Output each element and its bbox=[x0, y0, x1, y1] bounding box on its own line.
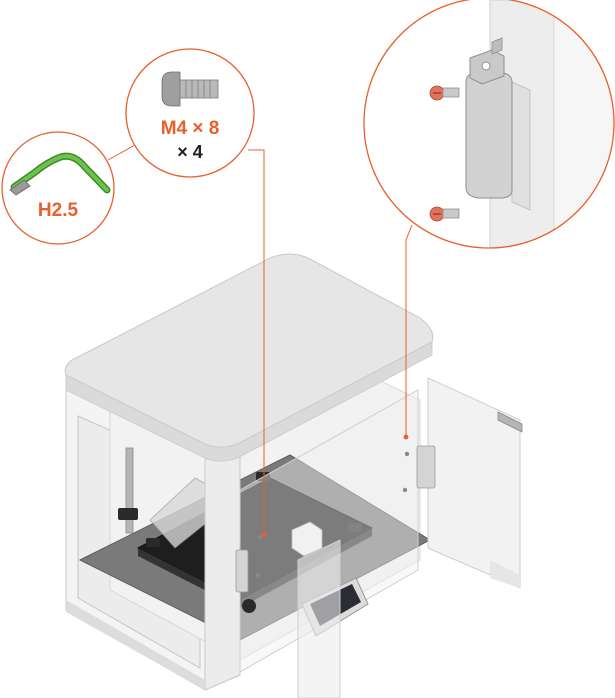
hex-key-callout bbox=[1, 131, 115, 245]
screw-hole bbox=[404, 451, 410, 457]
printer-top-lid bbox=[64, 253, 434, 462]
screw-hole bbox=[255, 572, 261, 578]
hinge-detail-callout bbox=[363, 0, 615, 249]
hex-key-icon bbox=[9, 152, 111, 196]
z-axis-base bbox=[118, 508, 138, 520]
screw-size-label: M4 × 8 bbox=[160, 118, 220, 139]
hinge-detail-circle bbox=[363, 0, 615, 249]
side-door-panel bbox=[427, 377, 523, 589]
screw-quantity-label: × 4 bbox=[177, 142, 203, 162]
detail-screw-bottom bbox=[429, 206, 460, 222]
hardware-knob bbox=[242, 599, 256, 613]
bed-corner-clip bbox=[348, 523, 362, 532]
bed-corner-clip bbox=[146, 538, 160, 547]
leader-line-hinge bbox=[405, 224, 413, 437]
printer-enclosure bbox=[65, 329, 432, 698]
front-glass-panel bbox=[239, 389, 419, 673]
front-door-glass bbox=[297, 539, 341, 698]
callout-connector bbox=[107, 144, 136, 161]
z-axis-column bbox=[125, 447, 134, 534]
hex-key-label: H2.5 bbox=[37, 200, 79, 221]
screw-hole bbox=[257, 534, 263, 540]
side-door-handle bbox=[497, 411, 523, 433]
detail-screw-top bbox=[429, 85, 460, 101]
side-door-glass bbox=[427, 377, 521, 589]
side-door-lower-glass bbox=[490, 560, 520, 588]
door-hinge bbox=[416, 445, 436, 489]
hex-key-callout-circle bbox=[1, 131, 115, 245]
top-lid-edge bbox=[65, 341, 433, 462]
toolhead bbox=[291, 521, 323, 557]
screw-callout bbox=[125, 48, 255, 178]
print-bed-edge bbox=[138, 528, 372, 608]
leader-line-screw bbox=[248, 149, 265, 535]
leader-anchor-hinge bbox=[403, 434, 409, 440]
screw-hole bbox=[402, 487, 408, 493]
door-hinge bbox=[235, 549, 249, 593]
screw-icon bbox=[161, 71, 219, 107]
enclosure-base bbox=[66, 600, 205, 690]
hinge-detail-frame-edge bbox=[553, 0, 614, 248]
screw-callout-circle bbox=[125, 48, 255, 178]
front-right-pillar bbox=[204, 444, 241, 691]
hinge-detail-door-edge bbox=[511, 81, 531, 211]
leader-anchor-screw bbox=[261, 532, 267, 538]
hinge-icon bbox=[465, 37, 513, 199]
